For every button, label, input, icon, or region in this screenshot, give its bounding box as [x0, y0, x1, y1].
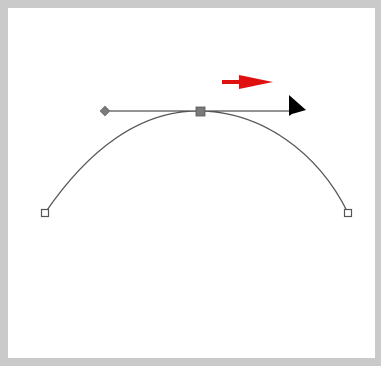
left-anchor-point[interactable] — [40, 208, 50, 218]
arrow-pointer-icon — [289, 95, 306, 116]
red-arrow-right-icon — [222, 75, 273, 89]
left-direction-handle[interactable] — [99, 105, 111, 117]
bezier-curve-path[interactable] — [44, 110, 349, 214]
right-anchor-point[interactable] — [343, 208, 353, 218]
top-anchor-point[interactable] — [195, 106, 206, 117]
